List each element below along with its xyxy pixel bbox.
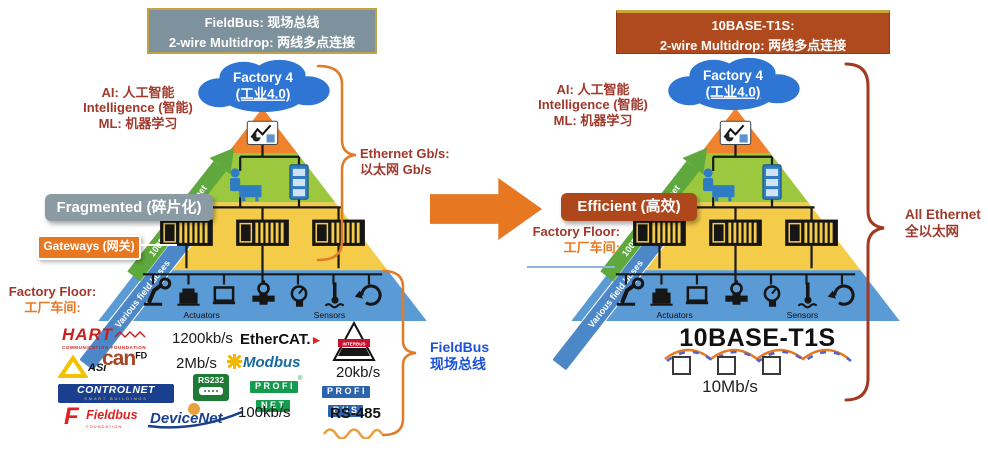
factory-floor-zh: 工厂车间: [563,240,620,256]
asi-logo: ASi [57,354,107,379]
right-factory4-cloud: Factory 4 (工业4.0) [668,57,800,111]
factory-floor-zh: 工厂车间: [24,300,81,316]
rs232-wordmark: RS232 [198,375,224,385]
speed-20k: 20kb/s [336,364,381,381]
rs232-logo: RS232 [193,374,229,401]
hart-subtext: COMMUNICATION FOUNDATION [62,345,147,350]
gateways-pointer-line [139,244,177,246]
right-header-line2: 2-wire Multidrop: 两线多点连接 [659,38,847,54]
controlnet-logo: CONTROLNET SMART BUILDINGS [58,384,174,404]
ai-line1: AI: 人工智能 [556,82,630,97]
interbus-wordmark: INTERBUS [342,342,365,347]
fieldbus-label-en: FieldBus [430,339,490,355]
t1s-node-2 [717,356,736,375]
ethercat-arrow-icon: ► [310,333,323,347]
cloud-line1: Factory 4 [703,68,764,83]
controlnet-subtext: SMART BUILDINGS [84,395,148,401]
rs485-label: RS-485 [330,405,381,422]
fieldbus-foundation-logo: F Fieldbus FOUNDATION [64,403,138,430]
devicenet-swoosh-icon [147,403,243,429]
rs485-twisted-pair-icon [322,428,384,439]
asi-triangle-icon [57,354,89,378]
profinet-row1: PROFI [250,381,299,393]
efficient-label: Efficient (高效) [561,193,697,221]
left-factory-floor-label: Factory Floor: 工厂车间: [0,284,105,317]
devicenet-wordmark: DeviceNet [150,410,223,427]
hart-zigzag [114,330,146,339]
right-factory-floor-label: Factory Floor: 工厂车间: [505,224,620,257]
speed-100k: 100kb/s [238,404,291,421]
left-header-line2: 2-wire Multidrop: 两线多点连接 [168,35,356,51]
left-header-line1: FieldBus: 现场总线 [204,15,320,30]
right-header-line1: 10BASE-T1S: [711,18,795,33]
profinet-logo: PROFI® NET [250,376,302,413]
left-ai-note: AI: 人工智能 Intelligence (智能) ML: 机器学习 [63,85,213,131]
hart-logo: HART COMMUNICATION FOUNDATION [62,325,147,350]
modbus-gear-icon [227,354,242,369]
fieldbus-f-icon: F [64,403,79,430]
factory-floor-divider-line [527,266,615,268]
controlnet-wordmark: CONTROLNET [77,384,155,396]
factory-floor-en: Factory Floor: [8,284,97,299]
right-header-box: 10BASE-T1S: 2-wire Multidrop: 两线多点连接 [616,10,890,54]
interbus-logo: INTERBUS [332,320,376,361]
fieldbus-brace-label: FieldBus 现场总线 [430,339,500,373]
left-factory4-cloud: Factory 4 (工业4.0) [198,59,330,113]
speed-2m: 2Mb/s [176,355,217,372]
cloud-line2: (工业4.0) [706,85,761,100]
t1s-node-1 [672,356,691,375]
cloud-line2: (工业4.0) [236,87,291,102]
can-fd-logo: canFD [102,348,147,370]
t1s-node-3 [762,356,781,375]
all-ethernet-brace [844,62,885,402]
all-ethernet-label: All Ethernet 全以太网 [905,207,987,241]
fieldbus-subtext: FOUNDATION [86,424,123,429]
can-fd-mark: FD [135,350,148,361]
ethernet-bracket [316,64,357,262]
speed-1200k: 1200kb/s [172,330,233,347]
asi-wordmark: ASi [88,362,107,375]
right-ai-note: AI: 人工智能 Intelligence (智能) ML: 机器学习 [518,82,668,128]
ai-line2: Intelligence (智能) [83,100,193,116]
fieldbus-wordmark: Fieldbus [86,408,138,422]
can-wordmark: can [102,347,136,370]
profibus-row2: BUS [328,405,363,417]
profibus-row1: PROFI [322,386,371,398]
ethercat-logo: EtherCAT.► [240,331,322,349]
factory-floor-en: Factory Floor: [532,224,620,239]
left-header-box: FieldBus: 现场总线 2-wire Multidrop: 两线多点连接 [147,8,377,54]
ethernet-note-line2: 以太网 Gb/s [360,161,432,177]
hart-wordmark: HART [62,325,113,344]
t1s-speed: 10Mb/s [702,377,758,396]
ai-line1: AI: 人工智能 [101,85,175,100]
ethercat-wordmark: EtherCAT. [240,331,311,348]
gateways-label: Gateways (网关) [37,235,141,260]
rs232-connector-icon [199,387,223,396]
t1s-twisted-pair-icon [664,348,852,363]
profibus-logo: PROFI BUS [322,381,371,418]
fieldbus-brace [381,269,417,437]
all-ethernet-zh: 全以太网 [905,223,959,239]
ethernet-note-line1: Ethernet Gb/s: [360,146,450,161]
ai-line3: ML: 机器学习 [98,115,178,131]
ai-line3: ML: 机器学习 [553,112,633,128]
t1s-title: 10BASE-T1S [679,324,836,352]
profinet-row2: NET [256,400,290,412]
all-ethernet-en: All Ethernet [905,207,981,222]
devicenet-logo: DeviceNet [147,403,243,429]
ai-line2: Intelligence (智能) [538,97,648,113]
profinet-reg: ® [298,376,303,382]
ethernet-gbs-note: Ethernet Gb/s: 以太网 Gb/s [360,146,470,177]
cloud-line1: Factory 4 [233,70,294,85]
modbus-logo: Modbus [226,353,301,372]
modbus-wordmark: Modbus [243,354,301,371]
fragmented-label: Fragmented (碎片化) [45,194,213,221]
fieldbus-label-zh: 现场总线 [430,355,486,372]
